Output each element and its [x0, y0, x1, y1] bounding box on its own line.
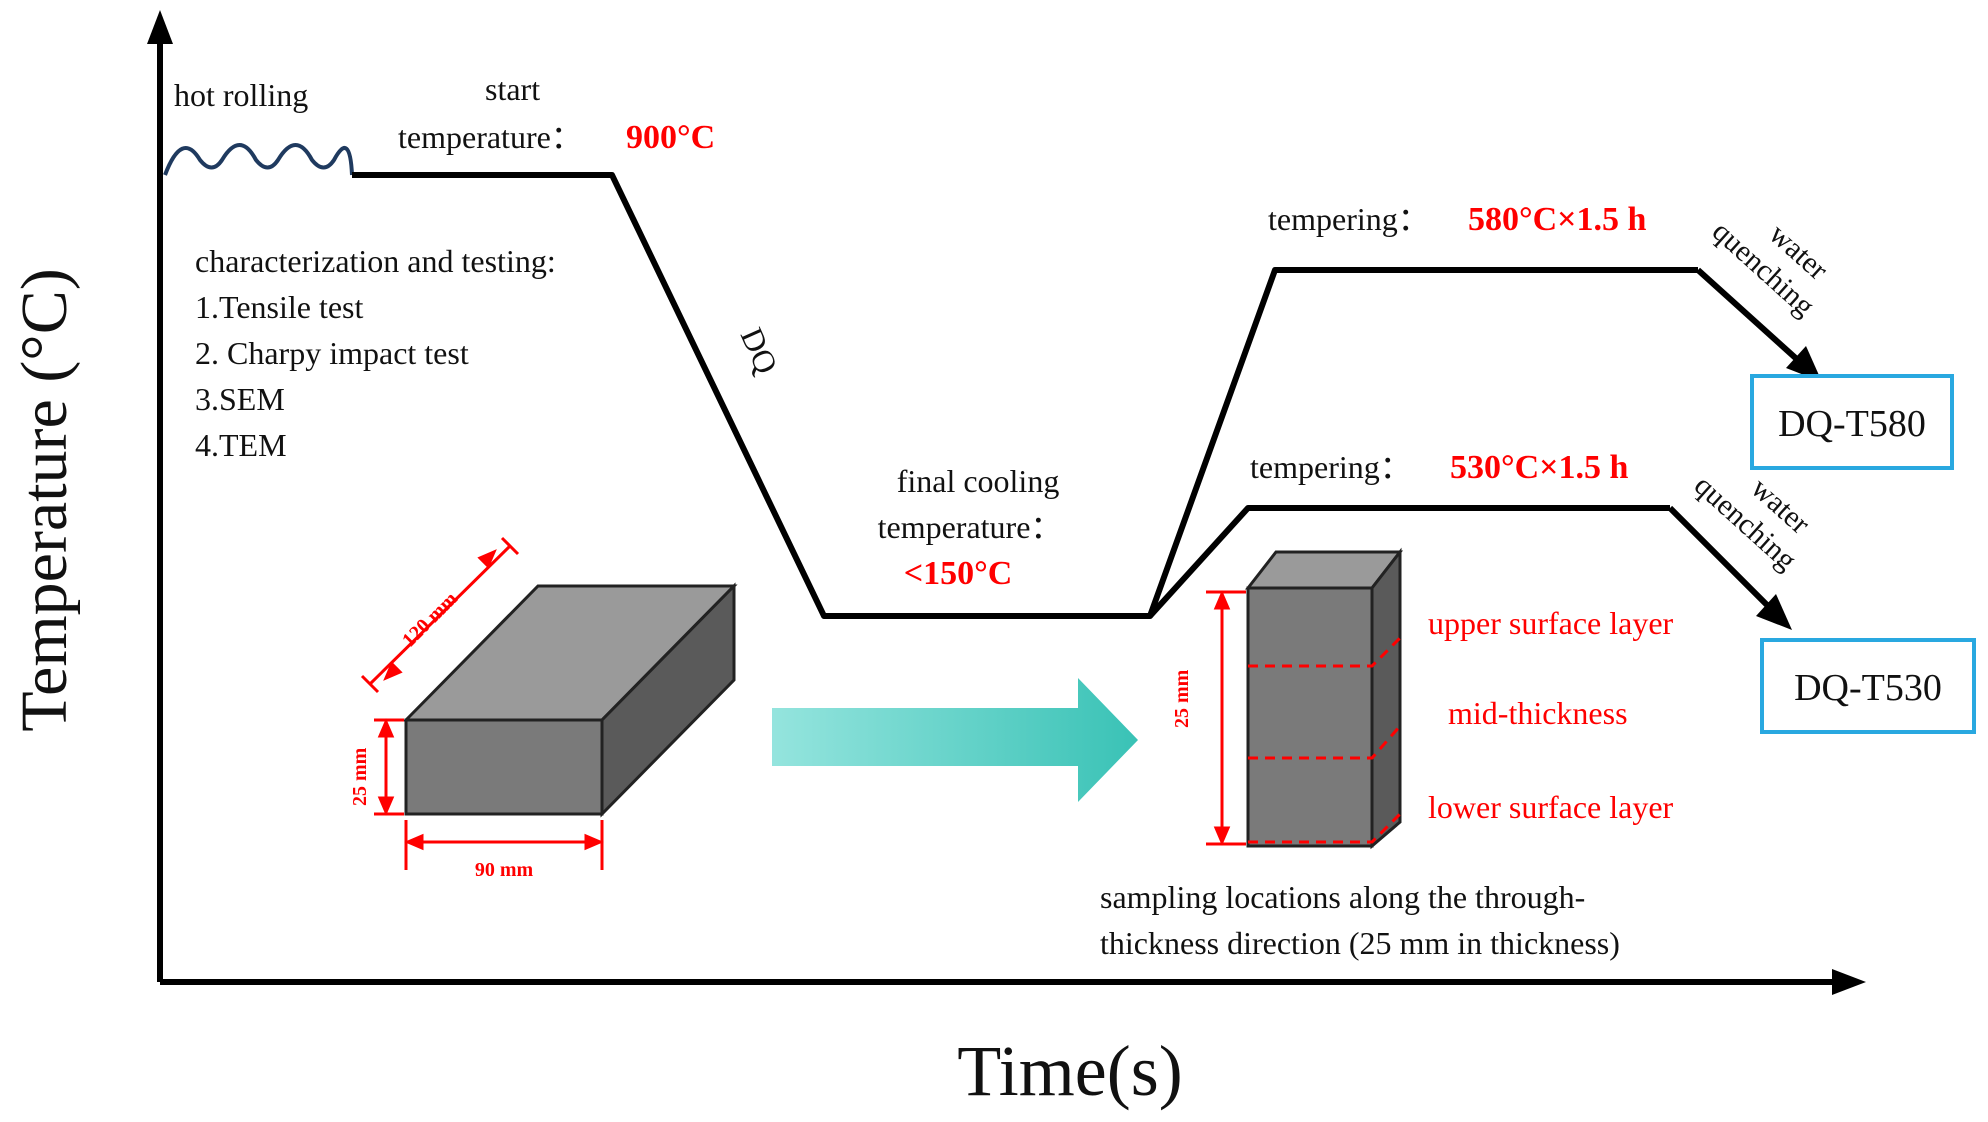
process-curve — [352, 172, 1698, 619]
testing-item: 1.Tensile test — [195, 289, 364, 325]
quench-arrow-580 — [1695, 267, 1822, 382]
layer-lower-label: lower surface layer — [1428, 789, 1674, 825]
start-temp-value: 900°C — [626, 119, 715, 156]
plate-dim-thickness — [374, 718, 404, 816]
sample-block — [1244, 547, 1404, 850]
x-axis — [160, 969, 1866, 995]
product-t580-label: DQ-T580 — [1778, 403, 1926, 445]
plate-thickness-label: 25 mm — [349, 747, 371, 806]
dq-label: DQ — [734, 322, 786, 379]
final-cooling-value: <150°C — [904, 555, 1013, 592]
product-t530-label: DQ-T530 — [1794, 667, 1942, 709]
y-axis-label: Temperature (°C) — [8, 268, 81, 731]
plate-dim-width — [404, 820, 604, 870]
start-temp-line1: start — [485, 71, 540, 107]
y-axis — [147, 10, 173, 982]
sample-thickness-label: 25 mm — [1171, 669, 1193, 728]
tempering-580-label: tempering： — [1268, 201, 1430, 237]
plate-length-label: 120 mm — [398, 587, 462, 651]
testing-heading: characterization and testing: — [195, 243, 556, 279]
start-temp-line2: temperature： — [398, 119, 583, 155]
layer-mid-label: mid-thickness — [1448, 695, 1628, 731]
testing-item: 4.TEM — [195, 427, 287, 463]
plate-dim-length — [360, 536, 520, 694]
hot-rolling-label: hot rolling — [174, 77, 308, 113]
sample-caption-line1: sampling locations along the through- — [1100, 879, 1585, 915]
transition-arrow — [772, 678, 1138, 802]
sample-dim-thickness — [1206, 590, 1246, 846]
tempering-530-label: tempering： — [1250, 449, 1412, 485]
testing-item: 2. Charpy impact test — [195, 335, 469, 371]
sample-caption-line2: thickness direction (25 mm in thickness) — [1100, 925, 1620, 961]
final-cooling-line2: temperature： — [878, 509, 1063, 545]
hot-rolling-wave — [163, 143, 354, 176]
tempering-530-value: 530°C×1.5 h — [1450, 449, 1629, 486]
plate-width-label: 90 mm — [475, 859, 534, 881]
tempering-580-value: 580°C×1.5 h — [1468, 201, 1647, 238]
quench-arrow-530 — [1667, 505, 1792, 630]
steel-plate-block — [402, 582, 738, 818]
x-axis-label: Time(s) — [957, 1031, 1182, 1111]
product-box-t530: DQ-T530 — [1760, 638, 1976, 734]
product-box-t580: DQ-T580 — [1750, 374, 1954, 470]
sample-layer-dividers — [1248, 636, 1402, 844]
process-curve-530 — [1147, 505, 1670, 619]
final-cooling-line1: final cooling — [897, 463, 1060, 499]
water-quenching-label-580: water quenching — [1706, 215, 1834, 323]
testing-item: 3.SEM — [195, 381, 285, 417]
layer-upper-label: upper surface layer — [1428, 605, 1674, 641]
